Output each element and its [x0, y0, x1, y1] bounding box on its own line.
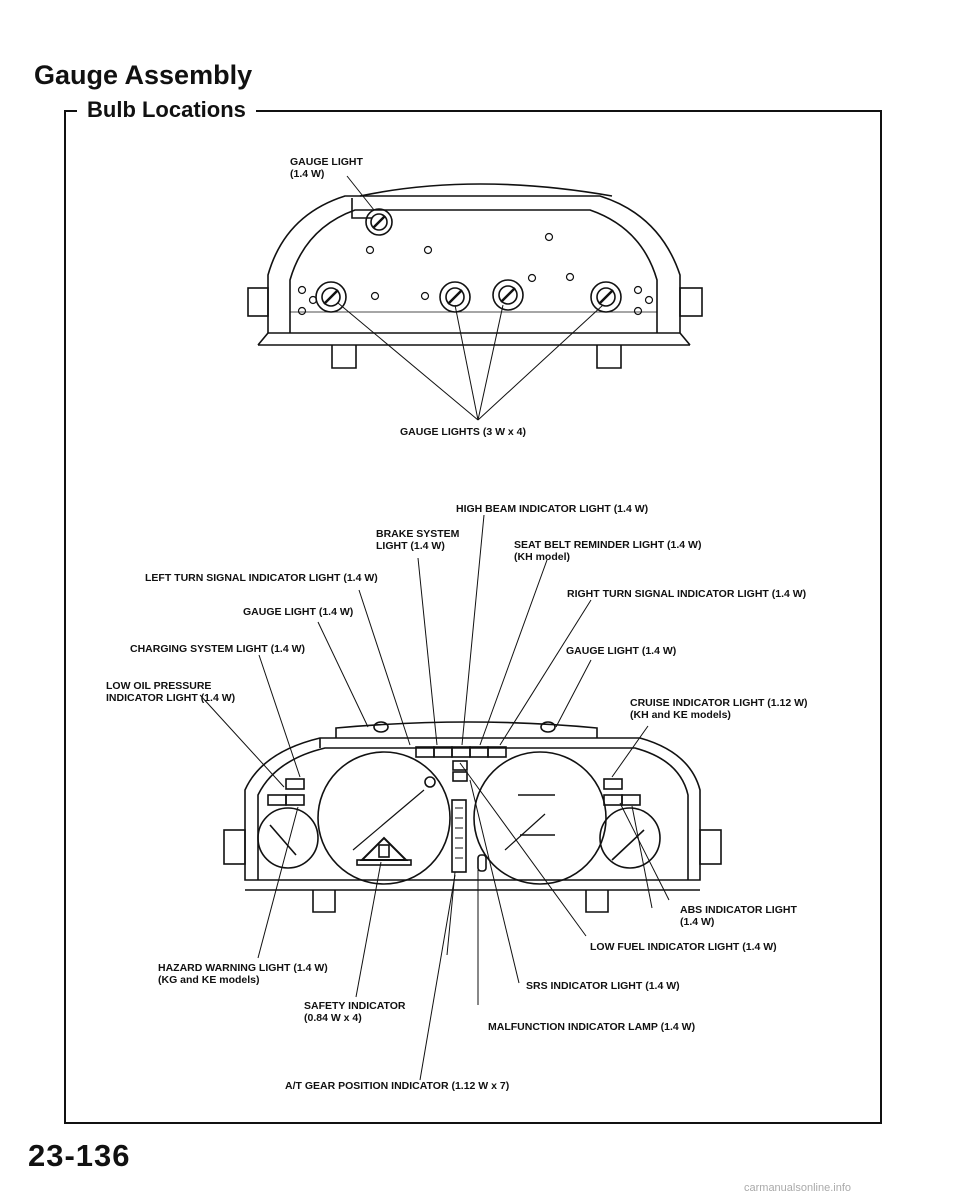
label-left-turn: LEFT TURN SIGNAL INDICATOR LIGHT (1.4 W): [145, 572, 378, 584]
label-srs-indicator: SRS INDICATOR LIGHT (1.4 W): [526, 980, 680, 992]
label-gauge-light-top: GAUGE LIGHT(1.4 W): [290, 156, 363, 180]
page-number: 23-136: [28, 1138, 131, 1173]
rear-leader-lines: [337, 175, 604, 421]
label-charging-system: CHARGING SYSTEM LIGHT (1.4 W): [130, 643, 306, 655]
label-malfunction-lamp: MALFUNCTION INDICATOR LAMP (1.4 W): [488, 1021, 696, 1033]
front-dials: [257, 751, 661, 885]
label-seat-belt: SEAT BELT REMINDER LIGHT (1.4 W)(KH mode…: [514, 539, 702, 563]
diagram-frame: [64, 110, 882, 1124]
rear-housing: [247, 183, 703, 369]
page-title: Gauge Assembly: [34, 60, 253, 90]
rear-small-holes: [297, 232, 654, 316]
front-housing: [223, 721, 722, 913]
label-gauge-light-left: GAUGE LIGHT (1.4 W): [243, 606, 354, 618]
section-subtitle: Bulb Locations: [77, 97, 256, 123]
label-right-turn: RIGHT TURN SIGNAL INDICATOR LIGHT (1.4 W…: [567, 588, 807, 600]
label-safety-indicator: SAFETY INDICATOR(0.84 W x 4): [304, 1000, 406, 1024]
label-high-beam: HIGH BEAM INDICATOR LIGHT (1.4 W): [456, 503, 649, 515]
watermark: carmanualsonline.info: [744, 1182, 852, 1194]
label-gauge-light-right: GAUGE LIGHT (1.4 W): [566, 645, 677, 657]
label-gauge-lights-rear: GAUGE LIGHTS (3 W x 4): [400, 426, 527, 438]
label-cruise-indicator: CRUISE INDICATOR LIGHT (1.12 W)(KH and K…: [630, 697, 808, 721]
label-low-fuel: LOW FUEL INDICATOR LIGHT (1.4 W): [590, 941, 777, 953]
label-abs-indicator: ABS INDICATOR LIGHT(1.4 W): [680, 904, 797, 928]
label-at-gear-position: A/T GEAR POSITION INDICATOR (1.12 W x 7): [285, 1080, 510, 1092]
front-indicator-lamps: [267, 746, 641, 873]
front-leader-lines: [199, 514, 670, 1081]
rear-bulb-sockets: [315, 208, 622, 313]
label-hazard-warning: HAZARD WARNING LIGHT (1.4 W)(KG and KE m…: [158, 962, 328, 986]
